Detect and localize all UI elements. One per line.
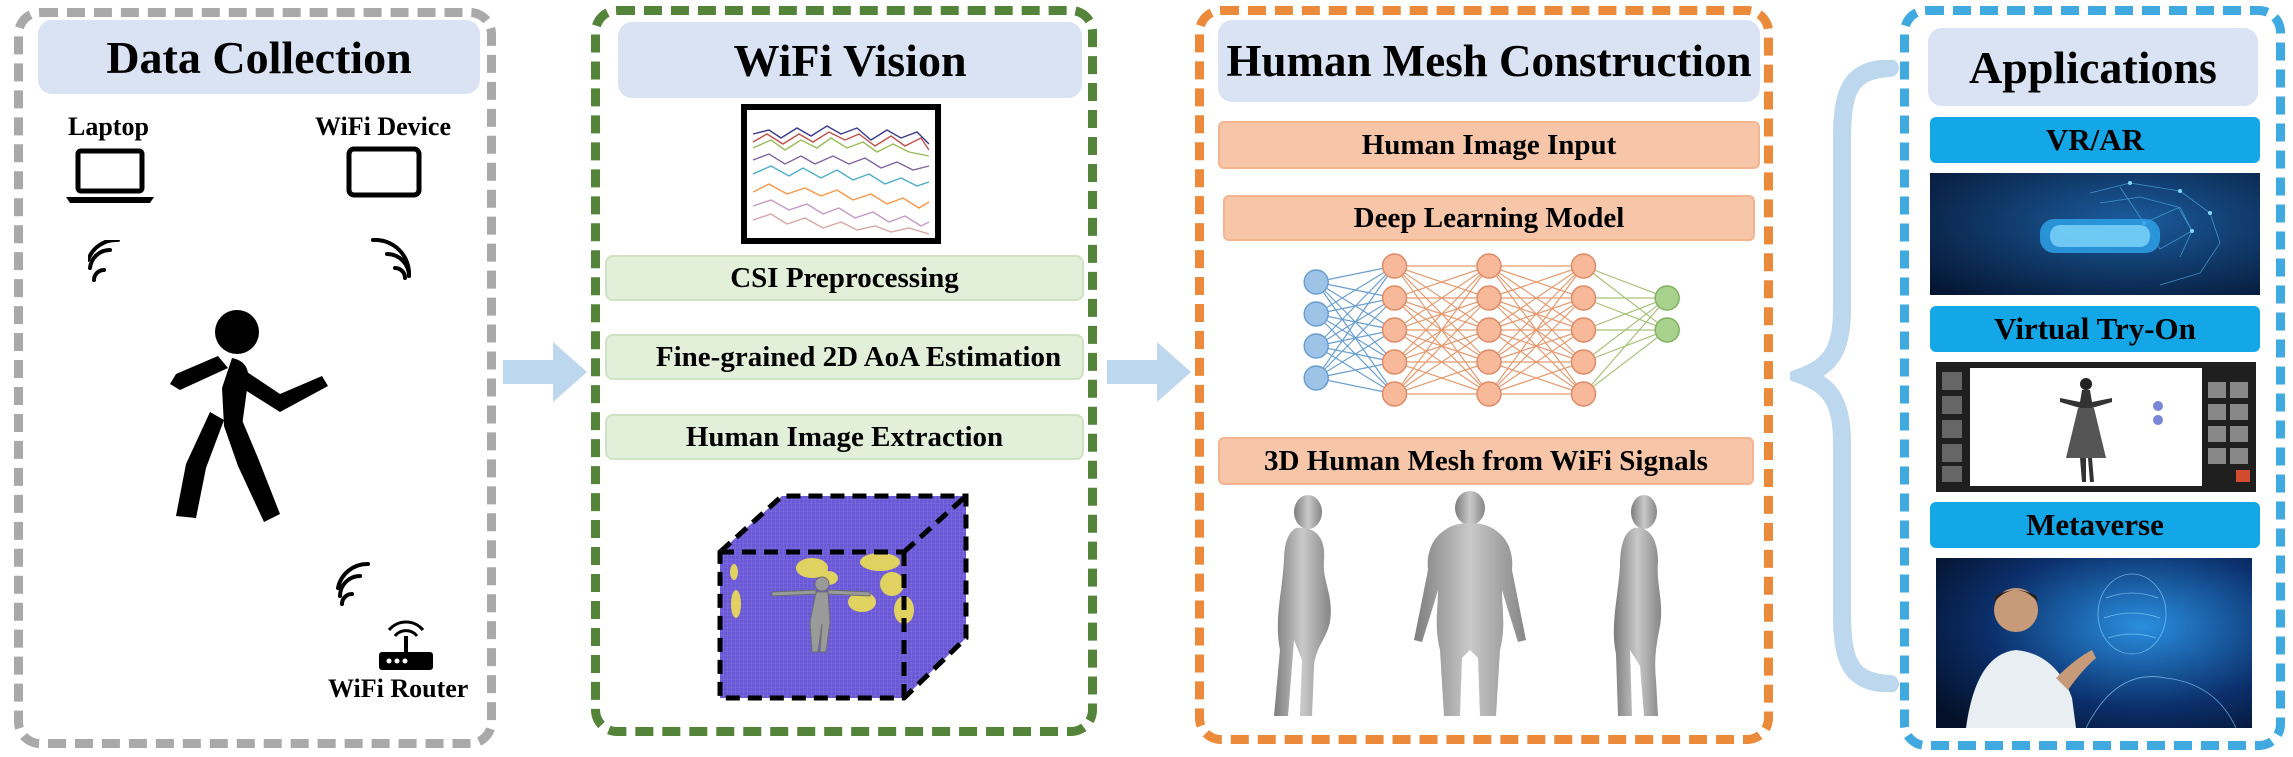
network-edge (1394, 265, 1490, 331)
human-image-input-step: Human Image Input (1218, 121, 1760, 169)
laptop-icon (66, 148, 154, 203)
metaverse-label: Metaverse (1930, 502, 2260, 548)
network-edge (1488, 329, 1584, 395)
wifi-vision-title: WiFi Vision (618, 22, 1082, 98)
network-node (1303, 333, 1329, 359)
human-mesh-title: Human Mesh Construction (1218, 20, 1760, 102)
flow-arrow-icon (1107, 342, 1191, 402)
wifi-signal-icon (336, 562, 370, 606)
deep-learning-model-step: Deep Learning Model (1223, 195, 1755, 241)
wifi-vision-panel (591, 6, 1097, 736)
network-edge (1315, 265, 1395, 379)
vr-ar-image (1930, 173, 2260, 295)
network-node (1381, 349, 1408, 375)
network-edge (1583, 329, 1668, 395)
network-edge (1583, 297, 1668, 331)
network-node (1654, 285, 1680, 311)
network-node (1303, 365, 1329, 391)
network-edge (1316, 361, 1395, 379)
network-node (1570, 253, 1597, 279)
network-edge (1488, 361, 1584, 395)
network-node (1570, 285, 1597, 311)
human-mesh-figures (1274, 491, 1662, 716)
network-node (1303, 301, 1329, 327)
person-icon (170, 310, 328, 522)
human-image-extraction-step: Human Image Extraction (605, 414, 1084, 460)
network-edge (1315, 329, 1395, 379)
aoa-estimation-step: Fine-grained 2D AoA Estimation (605, 334, 1084, 380)
network-node (1476, 253, 1502, 279)
flow-arrow-icon (503, 342, 587, 402)
data-collection-title: Data Collection (38, 20, 480, 94)
network-edge (1394, 329, 1490, 395)
network-node (1570, 349, 1597, 375)
virtual-try-on-label: Virtual Try-On (1930, 306, 2260, 352)
network-node (1381, 317, 1408, 343)
network-edge (1488, 265, 1584, 395)
data-collection-panel (14, 8, 496, 748)
network-node (1570, 317, 1597, 343)
network-edge (1394, 361, 1490, 395)
network-edge (1488, 297, 1584, 395)
neural-network-diagram (1303, 253, 1680, 407)
network-edge (1315, 265, 1395, 315)
network-node (1654, 317, 1680, 343)
network-node (1381, 381, 1408, 407)
csi-signal-plot (741, 104, 941, 244)
laptop-label: Laptop (68, 112, 149, 141)
network-node (1476, 285, 1502, 311)
network-node (1476, 381, 1502, 407)
network-edge (1488, 265, 1584, 331)
metaverse-image (1936, 558, 2252, 728)
network-edge (1316, 265, 1395, 283)
network-edge (1488, 265, 1584, 299)
virtual-try-on-image (1936, 362, 2256, 492)
applications-title: Applications (1928, 28, 2258, 106)
mesh-output-step: 3D Human Mesh from WiFi Signals (1218, 437, 1754, 485)
wifi-device-label: WiFi Device (315, 112, 451, 141)
router-icon (379, 620, 433, 670)
wifi-router-label: WiFi Router (328, 674, 469, 703)
network-edge (1316, 377, 1395, 395)
network-node (1570, 381, 1597, 407)
csi-preprocessing-step: CSI Preprocessing (605, 255, 1084, 301)
network-edge (1583, 297, 1668, 395)
curly-brace-icon (1790, 60, 1899, 692)
network-edge (1315, 265, 1395, 347)
network-edge (1583, 265, 1668, 299)
applications-panel (1900, 6, 2285, 750)
network-edge (1394, 265, 1490, 299)
vr-ar-label: VR/AR (1930, 117, 2260, 163)
network-node (1303, 269, 1329, 295)
network-edge (1583, 297, 1668, 363)
3d-aoa-cube (717, 493, 969, 701)
network-node (1381, 253, 1408, 279)
network-node (1381, 285, 1408, 311)
network-edge (1315, 297, 1395, 379)
network-edge (1394, 297, 1490, 395)
human-mesh-panel (1195, 6, 1773, 744)
tablet-icon (346, 146, 422, 198)
wifi-signal-icon (88, 240, 120, 282)
network-node (1476, 317, 1502, 343)
network-edge (1488, 265, 1584, 363)
network-node (1476, 349, 1502, 375)
wifi-signal-icon (371, 238, 411, 280)
network-edge (1394, 265, 1490, 395)
network-edge (1394, 265, 1490, 363)
